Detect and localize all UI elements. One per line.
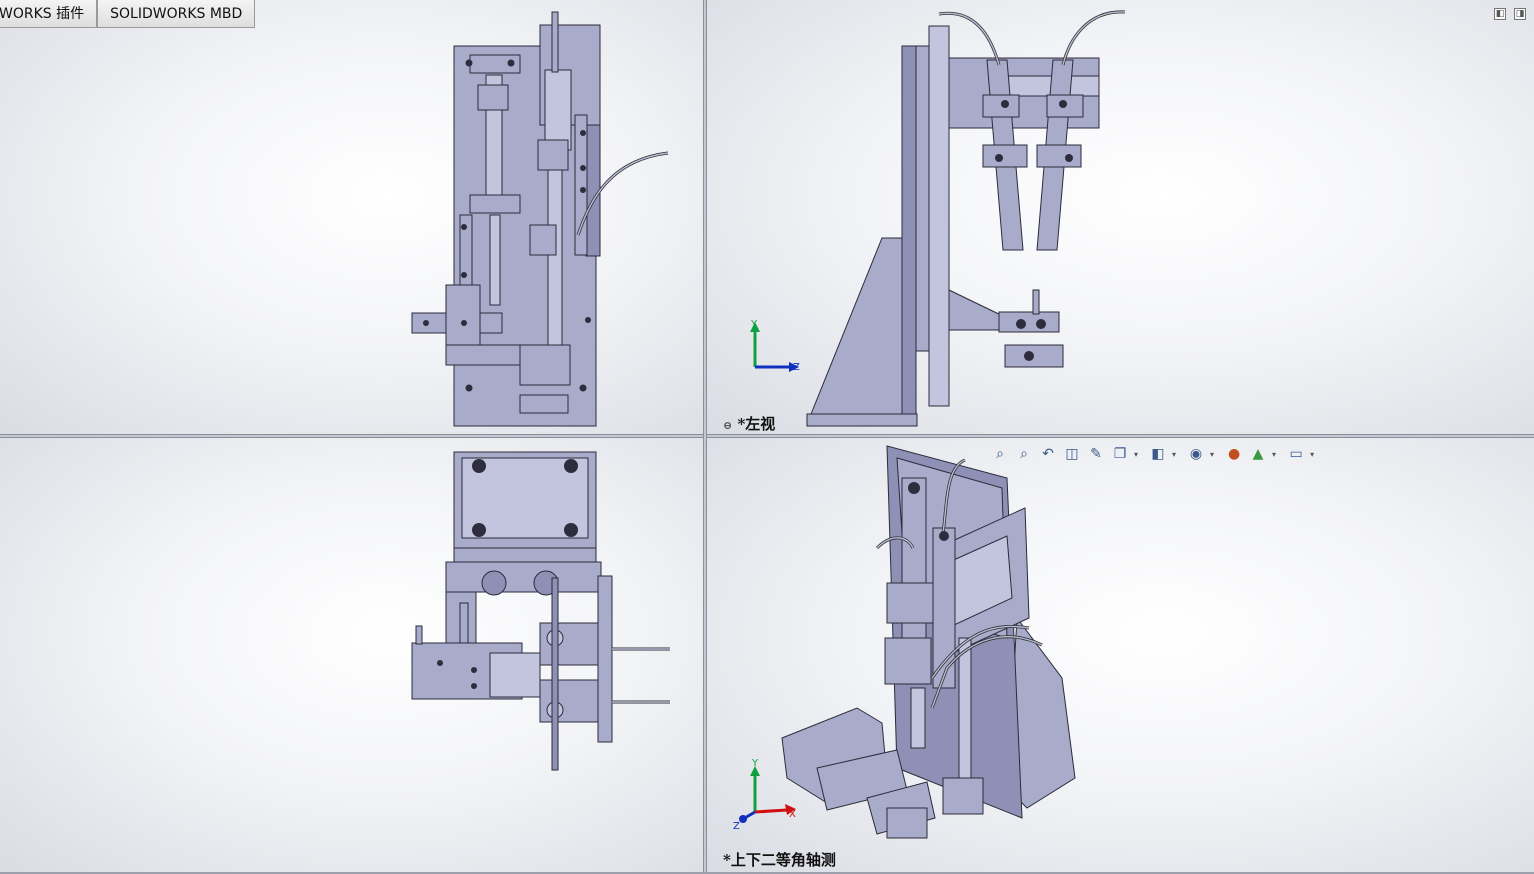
- viewport-top-right[interactable]: ◧ ◨ Y Z ⊖ *左视: [707, 0, 1534, 434]
- edit-appearance-icon[interactable]: ●: [1227, 446, 1241, 462]
- viewport-top-left[interactable]: [0, 0, 703, 434]
- close-viewport-icon[interactable]: ◨: [1514, 8, 1526, 20]
- iso-axis-x-label: X: [789, 809, 796, 820]
- axis-y-label: Y: [750, 319, 758, 330]
- viewport-bottom-right[interactable]: ⌕ ⌕ ↶ ◫ ✎ ❐ ▾ ◧ ▾ ◉ ▾ ● ▲ ▾ ▭ ▾: [707, 438, 1534, 872]
- view-orientation-caret-icon[interactable]: ▾: [1134, 449, 1139, 459]
- dynamic-annotation-icon[interactable]: ✎: [1090, 446, 1102, 462]
- previous-view-icon[interactable]: ↶: [1042, 446, 1054, 462]
- apply-scene-icon[interactable]: ▲: [1252, 446, 1264, 462]
- hide-show-icon[interactable]: ◉: [1189, 446, 1203, 462]
- axis-z-label: Z: [793, 362, 800, 373]
- viewport-corner-buttons: ◧ ◨: [1494, 8, 1526, 20]
- tab-solidworks-mbd[interactable]: SOLIDWORKS MBD: [97, 0, 256, 28]
- zoom-to-fit-icon[interactable]: ⌕: [996, 446, 1004, 462]
- view-orientation-icon[interactable]: ❐: [1113, 446, 1127, 462]
- view-settings-icon[interactable]: ▭: [1289, 446, 1303, 462]
- horizontal-viewport-splitter[interactable]: [0, 434, 1534, 438]
- front-view-model: [411, 11, 669, 427]
- view-settings-caret-icon[interactable]: ▾: [1310, 449, 1315, 459]
- display-style-caret-icon[interactable]: ▾: [1172, 449, 1177, 459]
- view-label-left: ⊖ *左视: [723, 413, 775, 434]
- top-view-model: [411, 451, 670, 771]
- view-label-isometric: *上下二等角轴测: [723, 851, 836, 869]
- tab-plugins[interactable]: WORKS 插件: [0, 0, 98, 28]
- restore-viewport-icon[interactable]: ◧: [1494, 8, 1506, 20]
- vertical-viewport-splitter[interactable]: [703, 0, 707, 874]
- hide-show-caret-icon[interactable]: ▾: [1210, 449, 1215, 459]
- link-view-icon[interactable]: ⊖: [723, 419, 733, 432]
- isometric-view-model: Y X Z: [733, 445, 1076, 839]
- left-view-model: Y Z: [750, 10, 1126, 427]
- window-bottom-edge: [0, 872, 1534, 874]
- apply-scene-caret-icon[interactable]: ▾: [1272, 449, 1277, 459]
- display-style-icon[interactable]: ◧: [1151, 446, 1165, 462]
- iso-axis-y-label: Y: [751, 758, 759, 769]
- command-manager-tabs: WORKS 插件 SOLIDWORKS MBD: [0, 0, 256, 28]
- view-label-left-text: *左视: [737, 415, 776, 433]
- section-view-icon[interactable]: ◫: [1065, 446, 1079, 462]
- heads-up-view-toolbar: ⌕ ⌕ ↶ ◫ ✎ ❐ ▾ ◧ ▾ ◉ ▾ ● ▲ ▾ ▭ ▾: [990, 444, 1320, 464]
- iso-axis-z-label: Z: [733, 821, 740, 832]
- zoom-area-icon[interactable]: ⌕: [1020, 446, 1028, 462]
- viewport-bottom-left[interactable]: [0, 438, 703, 872]
